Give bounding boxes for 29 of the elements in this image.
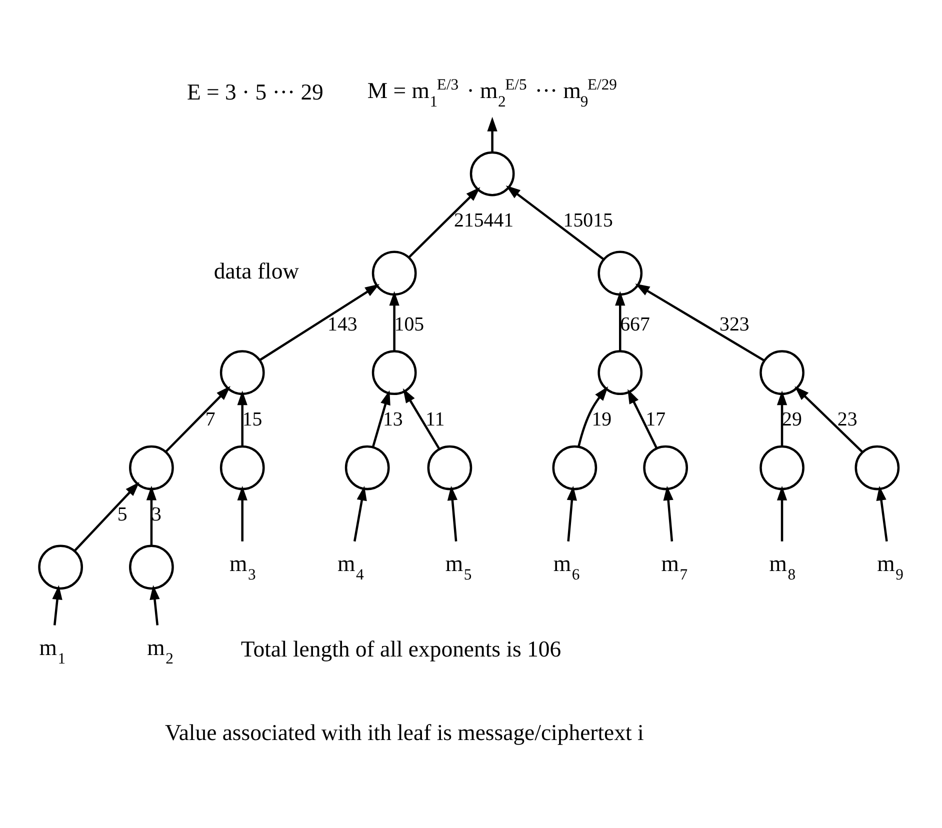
node-text: m$_{6}$ [553,550,580,584]
node-text: m$_{4}$ [338,550,364,584]
edge-label: 19 [592,408,612,430]
edge-label: 15 [242,408,262,430]
edge-label: 3 [151,503,162,526]
node-text: m$_{9}$ [877,550,904,584]
edge-label: 17 [646,408,666,430]
edge-label: 5 [117,503,128,526]
edge-label: 29 [782,408,802,430]
label: data flow [214,258,300,284]
edge-label: 7 [205,408,216,430]
edge-label: 323 [720,312,750,335]
edge-label: 105 [394,312,424,335]
label: Total length of all exponents is 106 [240,636,562,661]
edge-label: 667 [620,312,650,335]
edge-label: 215441 [454,209,514,232]
node-text: m$_{8}$ [769,550,796,584]
node-text: m$_{3}$ [230,550,256,584]
edge-label: 143 [328,312,358,335]
node-text: m$_{5}$ [445,550,472,584]
label: Value associated with ith leaf is message/ciphertext i [164,720,644,745]
edge-label: 23 [837,408,858,430]
node-text: m$_{1}$ [39,634,66,667]
node-text: m$_{2}$ [147,634,174,667]
edge-label: 15015 [563,209,613,232]
edge-label: 11 [426,408,445,430]
label: E = 3 · 5 ··· 29 [186,79,324,104]
edge-label: 13 [382,408,403,430]
node-text: m$_{7}$ [661,550,688,584]
